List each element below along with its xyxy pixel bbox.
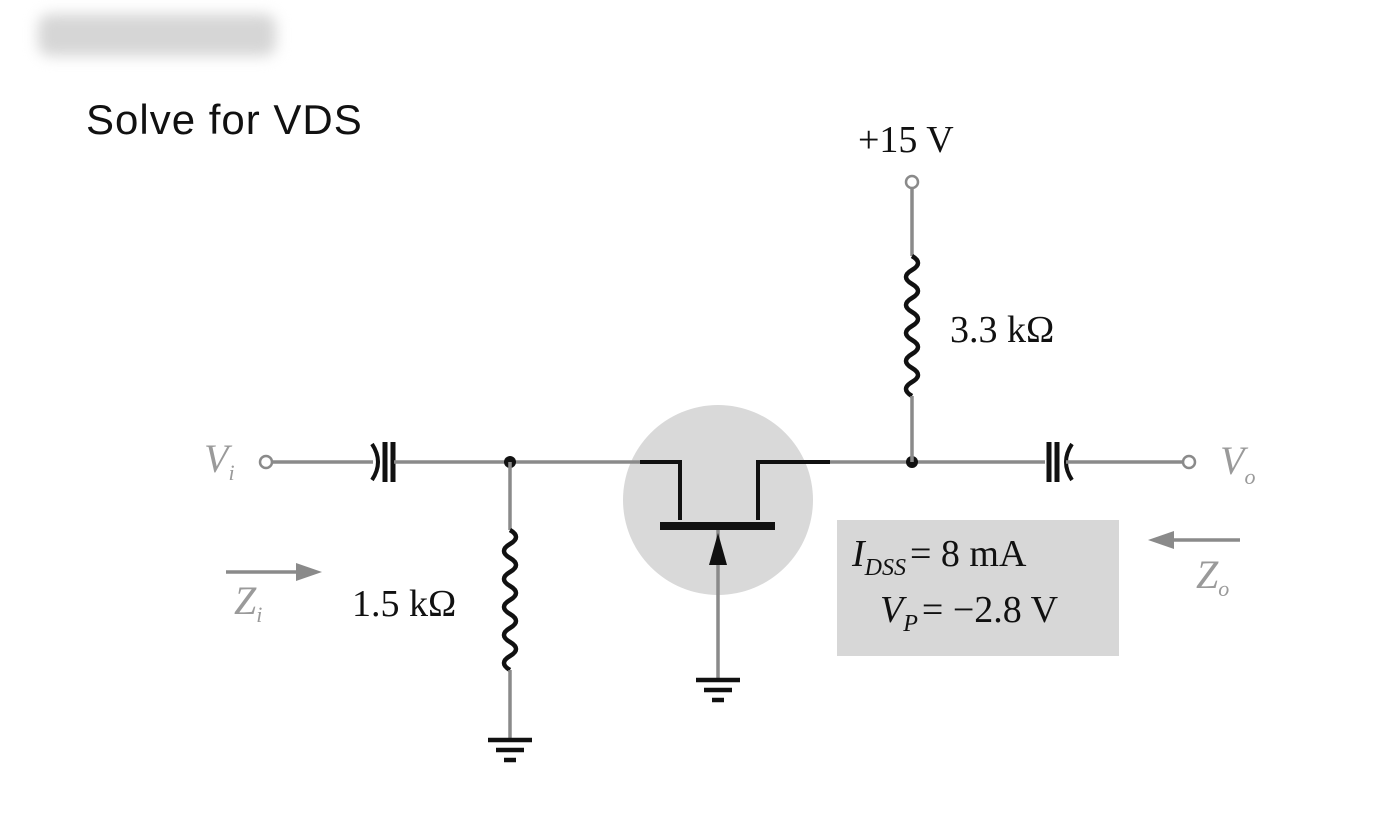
input-impedance-label: Zi <box>234 578 262 627</box>
drain-resistor <box>903 254 921 398</box>
gate-resistor <box>501 528 519 672</box>
drain-resistor-label: 3.3 kΩ <box>950 309 1054 351</box>
jfet-arrow-icon <box>709 533 727 565</box>
output-impedance-arrow-icon <box>1148 531 1240 549</box>
vp-parameter: VP= −2.8 V <box>880 589 1059 637</box>
jfet-highlight-circle <box>623 405 813 595</box>
input-terminal <box>258 454 274 470</box>
question-text: Solve for VDS <box>86 96 363 143</box>
idss-parameter: IDSS= 8 mA <box>851 533 1027 581</box>
jfet-transistor <box>640 460 830 678</box>
blurred-header-tag <box>38 14 276 56</box>
input-capacitor <box>370 442 396 482</box>
input-impedance-arrow-icon <box>226 563 322 581</box>
input-voltage-label: Vi <box>204 436 235 485</box>
supply-terminal <box>904 174 920 190</box>
ground-gate <box>488 737 532 763</box>
parameter-box <box>837 520 1119 656</box>
output-impedance-label: Zo <box>1196 552 1229 601</box>
gate-resistor-label: 1.5 kΩ <box>352 583 456 625</box>
output-terminal <box>1181 454 1197 470</box>
supply-voltage-label: +15 V <box>858 119 954 161</box>
output-voltage-label: Vo <box>1220 438 1255 489</box>
ground-jfet <box>696 677 740 703</box>
